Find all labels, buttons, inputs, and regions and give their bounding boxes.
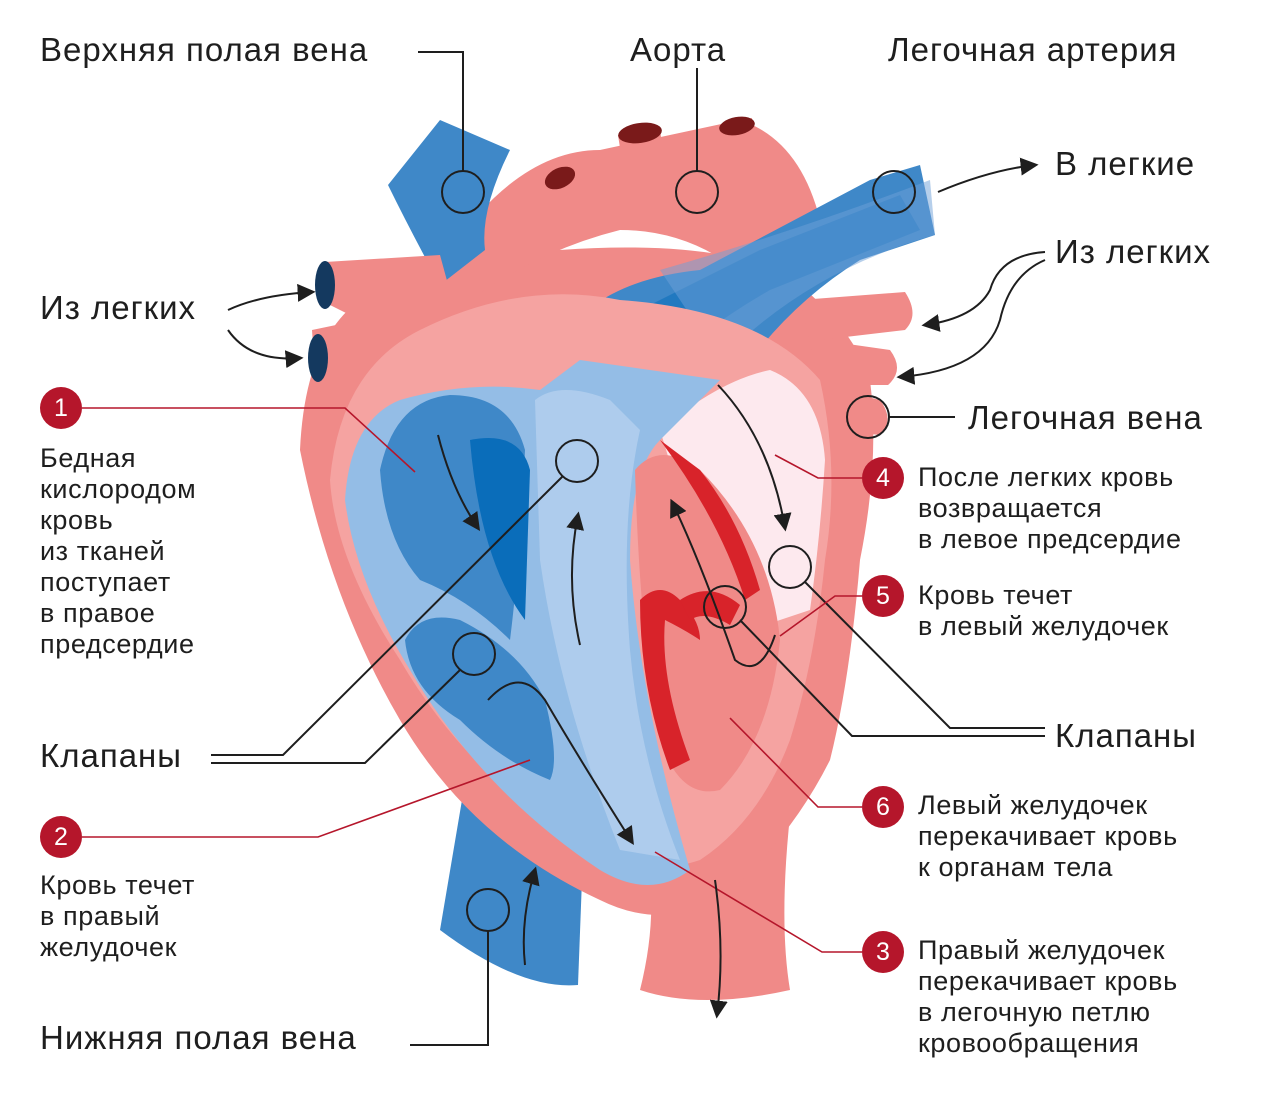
step-1-text: Бедная кислородом кровь из тканей поступ… [40,443,197,659]
marker-valve-1 [555,439,599,483]
right-ventricle-chamber [405,617,554,780]
step-3-badge: 3 [862,931,904,973]
step-3-text: Правый желудочек перекачивает кровь в ле… [918,935,1178,1058]
step-6-badge: 6 [862,786,904,828]
arrow-from-lungs-left-1 [227,283,316,311]
arrow-pa-to-la [717,384,792,532]
flow-arrows [227,157,1046,1019]
step-4-badge: 4 [862,457,904,499]
pulmonary-veins-right [800,292,913,435]
label-inferior-vena-cava: Нижняя полая вена [40,1019,357,1056]
label-valves-left: Клапаны [40,737,182,774]
step-5-text: Кровь течет в левый желудочек [918,580,1169,641]
marker-valve-4 [768,545,812,589]
step-5-badge: 5 [862,575,904,617]
label-valves-right: Клапаны [1055,717,1197,754]
arrow-ra-down [437,434,481,531]
marker-valve-3 [703,585,747,629]
step-6-text: Левый желудочек перекачивает кровь к орг… [918,790,1178,882]
step-2-text: Кровь течет в правый желудочек [40,870,196,962]
leader-lines [211,51,1045,1046]
label-pulmonary-vein: Легочная вена [968,399,1203,436]
step-leader-lines [82,407,862,953]
arrow-ivc-up [522,866,540,966]
arrow-from-lungs-left-2 [227,329,304,369]
label-aorta: Аорта [630,31,727,68]
arrow-lv-loop [670,498,776,668]
arrow-aorta-down [709,879,728,1019]
label-pulmonary-artery: Легочная артерия [888,31,1178,68]
arrow-rv-up [566,511,585,646]
arrow-rv-out [487,681,634,846]
label-from-lungs-left: Из легких [40,289,197,326]
arrow-from-lungs-right-2 [896,259,1046,385]
heart-shape [300,116,935,1000]
arrow-from-lungs-right-1 [921,251,1046,332]
left-atrium-area [660,370,825,640]
marker-valve-2 [452,632,496,676]
step-4-text: После легких кровь возвращается в левое … [918,462,1182,554]
arrow-to-lungs [937,157,1039,193]
step-1-badge: 1 [40,387,82,429]
label-superior-vena-cava: Верхняя полая вена [40,31,369,68]
step-2-badge: 2 [40,816,82,858]
marker-pulmonary-artery [872,170,916,214]
label-to-lungs: В легкие [1055,145,1196,182]
label-from-lungs-right: Из легких [1055,233,1212,270]
superior-vena-cava-vessel [388,120,510,285]
